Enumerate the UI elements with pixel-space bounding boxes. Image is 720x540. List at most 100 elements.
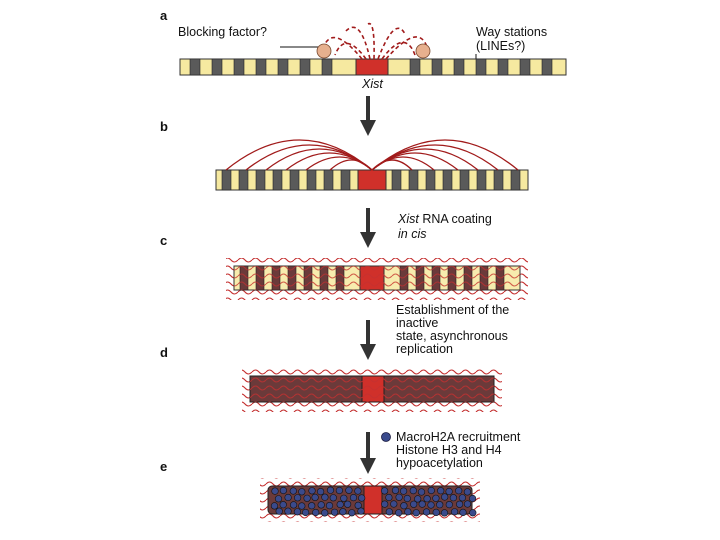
chromosome-band [541, 58, 553, 76]
macroh2a-dot [469, 494, 477, 503]
chromosome-band [233, 58, 245, 76]
panel-letter-d: d [160, 345, 168, 360]
xist-locus-e [363, 485, 383, 515]
panel-b [215, 139, 529, 191]
panel-e [260, 478, 480, 522]
macroh2a-dot [432, 494, 440, 502]
macroh2a-dot [290, 501, 298, 509]
macroh2a-dot [289, 487, 297, 495]
xist-gene-label: Xist [361, 77, 383, 91]
chromosome-band [189, 58, 201, 76]
panel-letter-c: c [160, 233, 167, 248]
chromosome-band [255, 58, 267, 76]
macroh2a-dot [458, 494, 467, 502]
step-recruit-line1: MacroH2A recruitment [396, 430, 521, 444]
macroh2a-dot [463, 488, 472, 496]
chromosome-b-bands [221, 169, 521, 191]
macroh2a-dot [358, 494, 366, 502]
chromosome-band [493, 169, 504, 191]
macroh2a-dot [409, 487, 417, 495]
macroh2a-dot [279, 486, 288, 495]
macroh2a-dot [349, 494, 358, 502]
macroh2a-dot [308, 487, 316, 495]
step-recruit-line3: hypoacetylation [396, 456, 483, 470]
panel-a: Blocking factor? Way stations (LINEs?) X… [178, 22, 567, 91]
macroh2a-dot [403, 494, 411, 503]
chromosome-band [408, 169, 419, 191]
macroh2a-dot [445, 487, 453, 496]
macroh2a-dot [340, 494, 348, 502]
chromosome-band [255, 169, 266, 191]
macroh2a-dot [427, 501, 435, 509]
macroh2a-dot [440, 509, 449, 517]
macroh2a-dot [345, 486, 353, 494]
chromosome-band [475, 58, 487, 76]
step-coating-line2: in cis [398, 227, 426, 241]
macroh2a-dot [437, 487, 445, 495]
macroh2a-dot [390, 500, 398, 508]
macroh2a-dot [325, 502, 334, 510]
step-establish-line3: state, asynchronous [396, 329, 508, 343]
macroh2a-dot [463, 500, 472, 508]
macroh2a-dot [449, 494, 458, 502]
macroh2a-dot [381, 487, 389, 495]
chromosome-band [299, 58, 311, 76]
macroh2a-dot [298, 502, 306, 510]
chromosome-band [391, 169, 402, 191]
macroh2a-dot [414, 495, 422, 503]
xist-rna-arcs [225, 139, 519, 171]
macroh2a-dot [348, 509, 356, 517]
chromosome-band [510, 169, 521, 191]
chromosome-band [289, 169, 300, 191]
macroh2a-dot [423, 495, 431, 503]
chromosome-band [409, 58, 421, 76]
macroh2a-dot [303, 494, 311, 502]
macroh2a-dot [357, 507, 365, 515]
macroh2a-dots [270, 486, 477, 517]
macroh2a-dot [400, 487, 408, 495]
chromosome-band [277, 58, 289, 76]
macroh2a-dot [354, 487, 362, 495]
macroh2a-dot [455, 487, 463, 495]
chromosome-a-bands [189, 58, 553, 76]
chromosome-band [459, 169, 470, 191]
macroh2a-dot [418, 500, 426, 508]
macroh2a-dot [308, 502, 316, 510]
panel-letter-e: e [160, 459, 167, 474]
macroh2a-dot [469, 509, 477, 517]
chromosome-band [519, 58, 531, 76]
blocking-factor-label: Blocking factor? [178, 25, 267, 39]
macroh2a-dot [400, 502, 408, 510]
chromosome-band [497, 58, 509, 76]
macroh2a-dot [321, 493, 329, 501]
chromosome-band [211, 58, 223, 76]
rna-coating-overlay-d [250, 376, 494, 402]
step-establish-line2: inactive [396, 316, 438, 330]
macroh2a-dot [404, 508, 412, 516]
macroh2a-dot [270, 502, 279, 510]
rna-coating-overlay-c [234, 266, 520, 290]
macroh2a-dot [354, 501, 362, 510]
macroh2a-dot [432, 508, 440, 517]
step-establish-line1: Establishment of the [396, 303, 509, 317]
chromosome-band [221, 169, 232, 191]
macroh2a-dot [298, 488, 306, 496]
macroh2a-dot [445, 501, 453, 509]
chromosome-band [431, 58, 443, 76]
macroh2a-dot [395, 509, 403, 517]
chromosome-band [323, 169, 334, 191]
step-recruit-line2: Histone H3 and H4 [396, 443, 502, 457]
panel-d [242, 368, 502, 412]
blocking-factor-left [316, 43, 332, 59]
step-coating-rest: RNA coating [419, 212, 492, 226]
xist-locus-b [357, 169, 387, 191]
macroh2a-dot [279, 501, 287, 509]
step-coating-line1: Xist RNA coating [397, 212, 492, 226]
chromosome-band [340, 169, 351, 191]
panel-c [226, 258, 528, 300]
chromosome-band [272, 169, 283, 191]
xist-locus-a [355, 58, 389, 76]
way-stations-label: Way stations [476, 25, 547, 39]
macroh2a-dot [410, 500, 418, 508]
